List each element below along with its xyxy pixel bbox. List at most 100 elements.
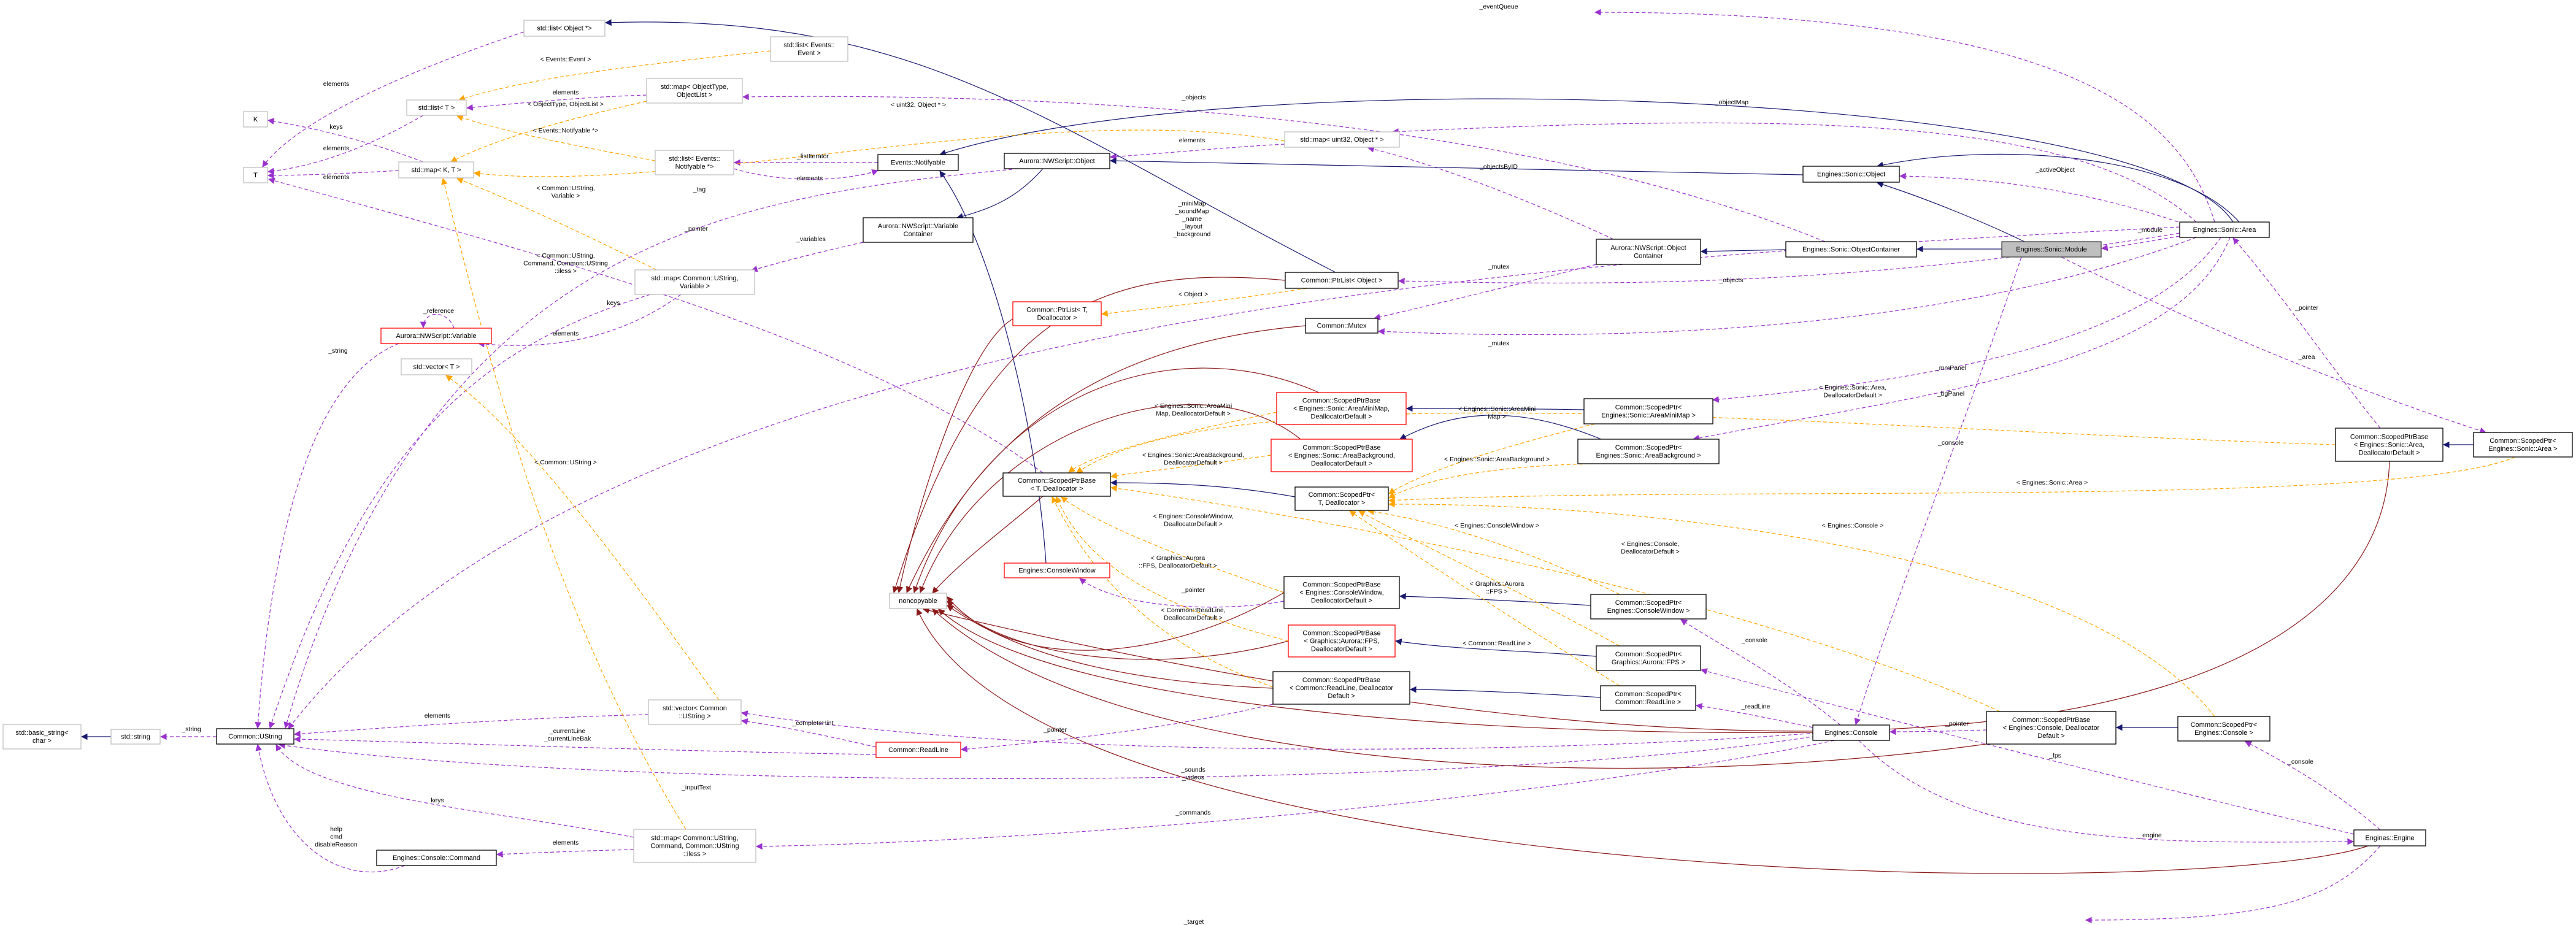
class-name: std::map< Common::UString,Variable > <box>651 275 738 290</box>
edge-label: _console <box>2287 758 2313 766</box>
edge-usage-spbArea-to-area <box>2232 237 2381 429</box>
class-node-noncopy[interactable]: noncopyable <box>889 593 947 609</box>
class-node-listObj[interactable]: std::list< Object *> <box>523 20 606 37</box>
class-node-module[interactable]: Engines::Sonic::Module <box>2001 241 2102 258</box>
class-box <box>2 724 82 750</box>
edge-usage-listNotif-to-notif <box>733 168 879 180</box>
class-node-K[interactable]: K <box>243 111 268 128</box>
edge-template-ptrListObj-to-ptrListT <box>1101 288 1307 317</box>
class-node-spCon[interactable]: Common::ScopedPtr<Engines::Console > <box>2177 716 2270 742</box>
class-box <box>1583 398 1713 424</box>
class-node-mapUV[interactable]: std::map< Common::UString,Variable > <box>634 269 755 295</box>
class-node-spbMini[interactable]: Common::ScopedPtrBase< Engines::Sonic::A… <box>1276 392 1407 425</box>
class-node-readLine[interactable]: Common::ReadLine <box>875 742 961 758</box>
class-name: std::list< T > <box>418 104 455 112</box>
edge-label: elements <box>797 175 823 182</box>
edge-label: _console <box>1937 439 1964 447</box>
edge-label: _target <box>1183 918 1204 925</box>
class-box <box>863 217 974 243</box>
class-node-spRL[interactable]: Common::ScopedPtr<Common::ReadLine > <box>1600 685 1696 711</box>
class-node-spbBg[interactable]: Common::ScopedPtrBase< Engines::Sonic::A… <box>1271 439 1413 472</box>
class-node-ustring[interactable]: Common::UString <box>216 728 294 745</box>
edge-label: < Graphics::Aurora::FPS, DeallocatorDefa… <box>1139 555 1217 570</box>
class-node-cmd[interactable]: Engines::Console::Command <box>376 850 497 866</box>
class-name: Common::ScopedPtr<Engines::Sonic::Area > <box>2488 437 2557 453</box>
class-node-spbArea[interactable]: Common::ScopedPtrBase< Engines::Sonic::A… <box>2335 428 2443 462</box>
class-node-mapKT[interactable]: std::map< K, T > <box>398 161 474 178</box>
edge-label: _mmPanel <box>1935 364 1966 372</box>
edge-template-spbFPS-to-spbT <box>1055 496 1289 642</box>
edge-label: < ObjectType, ObjectList > <box>528 101 604 108</box>
edge-inherit-ptrListObj-to-listObj <box>604 19 1336 273</box>
class-node-mapCmd[interactable]: std::map< Common::UString,Command, Commo… <box>633 829 756 863</box>
class-node-notif[interactable]: Events::Notifyable <box>877 154 959 171</box>
edge-inherit-nwObj-to-varCont <box>956 168 1044 220</box>
edge-label: _completeHint <box>791 720 833 727</box>
edge-label: _string <box>181 726 201 733</box>
edge-usage-area-to-sonicObj <box>1899 172 2185 225</box>
class-node-ptrListObj[interactable]: Common::PtrList< Object > <box>1285 272 1399 289</box>
class-node-spbFPS[interactable]: Common::ScopedPtrBase< Graphics::Aurora:… <box>1288 624 1396 658</box>
class-node-spCW[interactable]: Common::ScopedPtr<Engines::ConsoleWindow… <box>1590 594 1707 620</box>
edge-template-mapU32-to-mapKT <box>473 129 1285 177</box>
edge-label: _objectsByID <box>1479 163 1518 171</box>
class-box <box>1596 645 1701 671</box>
class-node-stdStr[interactable]: std::string <box>110 729 161 745</box>
class-node-vecT[interactable]: std::vector< T > <box>401 358 472 375</box>
class-node-listNotif[interactable]: std::list< Events::Notifyable *> <box>655 150 734 175</box>
edge-label: < Engines::ConsoleWindow,DeallocatorDefa… <box>1153 513 1233 528</box>
class-node-consoleWin[interactable]: Engines::ConsoleWindow <box>1004 562 1110 578</box>
class-node-spbCon[interactable]: Common::ScopedPtrBase< Engines::Console,… <box>1986 711 2117 745</box>
edge-label: _miniMap_soundMap_name_layout_background <box>1173 200 1211 238</box>
edge-inherit-sonicObj-to-nwObj <box>1109 157 1804 175</box>
edge-label: _console <box>1741 637 1767 644</box>
class-node-spBg[interactable]: Common::ScopedPtr<Engines::Sonic::AreaBa… <box>1577 439 1720 464</box>
class-node-T[interactable]: T <box>243 167 268 183</box>
edge-usage-engine-to-ustring <box>2085 845 2381 924</box>
class-node-sonicObj[interactable]: Engines::Sonic::Object <box>1802 166 1900 183</box>
class-node-spFPS[interactable]: Common::ScopedPtr<Graphics::Aurora::FPS … <box>1596 645 1701 671</box>
class-name: Common::ReadLine <box>888 747 948 754</box>
class-node-spbCW[interactable]: Common::ScopedPtrBase< Engines::ConsoleW… <box>1283 576 1400 609</box>
class-node-sonicObjCont[interactable]: Engines::Sonic::ObjectContainer <box>1785 241 1917 258</box>
edge-usage-module-to-spArea <box>2061 256 2487 434</box>
class-node-nwObj[interactable]: Aurora::NWScript::Object <box>1004 153 1110 169</box>
edge-inherit-area-to-sonicObj <box>1876 153 2240 223</box>
class-node-spbRL[interactable]: Common::ScopedPtrBase< Common::ReadLine,… <box>1272 671 1410 705</box>
class-node-mapOT[interactable]: std::map< ObjectType,ObjectList > <box>646 78 743 104</box>
class-node-mapU32[interactable]: std::map< uint32, Object * > <box>1284 131 1400 148</box>
edge-template-spBg-to-spT <box>1388 463 1596 499</box>
class-node-listEvent[interactable]: std::list< Events::Event > <box>770 36 848 62</box>
edge-label: _tag <box>693 186 706 193</box>
class-node-spbT[interactable]: Common::ScopedPtrBase< T, Deallocator > <box>1002 472 1111 497</box>
class-node-basicStr[interactable]: std::basic_string<char > <box>2 724 82 750</box>
edge-template-listEvent-to-listT <box>458 50 771 102</box>
class-node-engine[interactable]: Engines::Engine <box>2353 829 2426 846</box>
class-node-spMini[interactable]: Common::ScopedPtr<Engines::Sonic::AreaMi… <box>1583 398 1713 424</box>
class-name: Common::Mutex <box>1317 323 1367 330</box>
class-node-spT[interactable]: Common::ScopedPtr<T, Deallocator > <box>1294 486 1389 511</box>
edge-usage-mapCmd-to-cmd <box>496 849 634 858</box>
class-name: std::map< uint32, Object * > <box>1300 136 1383 144</box>
class-node-mutex[interactable]: Common::Mutex <box>1305 318 1378 334</box>
class-box <box>1012 301 1102 326</box>
class-box <box>634 269 755 295</box>
class-node-ptrListT[interactable]: Common::PtrList< T,Deallocator > <box>1012 301 1102 326</box>
class-box <box>1294 486 1389 511</box>
class-node-console[interactable]: Engines::Console <box>1812 724 1890 741</box>
edge-label: _pointer <box>1043 726 1067 734</box>
edge-label: < Common::UString > <box>534 459 597 466</box>
edge-usage-console-to-engine <box>1858 740 2355 845</box>
class-node-area[interactable]: Engines::Sonic::Area <box>2179 221 2270 238</box>
class-node-aVar[interactable]: Aurora::NWScript::Variable <box>380 328 492 344</box>
class-name: Common::ScopedPtr<T, Deallocator > <box>1309 491 1375 507</box>
edge-usage-nwObjCont-to-mutex <box>1373 264 1597 321</box>
class-node-listT[interactable]: std::list< T > <box>406 99 467 116</box>
edge-usage-engine-to-spFPS <box>1700 668 2355 835</box>
class-node-spArea[interactable]: Common::ScopedPtr<Engines::Sonic::Area > <box>2473 432 2573 458</box>
class-box <box>1577 439 1720 464</box>
class-name: Common::ScopedPtr<Engines::ConsoleWindow… <box>1607 599 1690 615</box>
class-node-vecU[interactable]: std::vector< Common::UString > <box>648 699 742 725</box>
